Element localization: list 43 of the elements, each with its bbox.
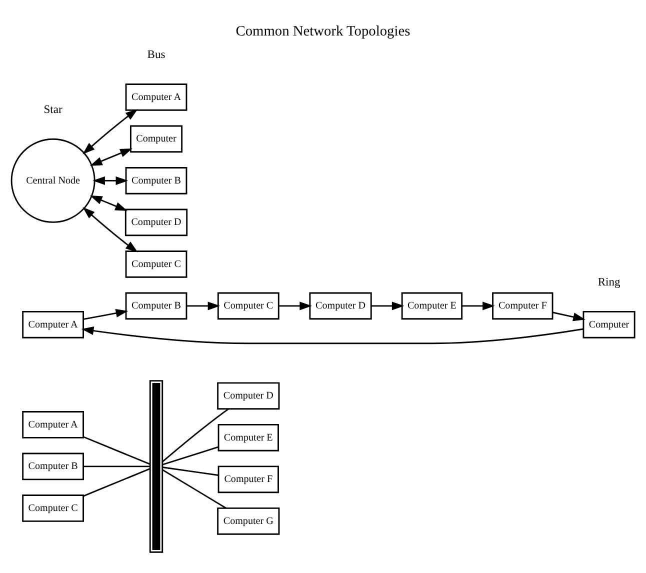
arrow bbox=[82, 109, 138, 154]
node-box: Computer B bbox=[22, 452, 84, 480]
connector bbox=[162, 408, 229, 462]
arrow bbox=[462, 302, 495, 310]
connector bbox=[162, 466, 219, 476]
arrow bbox=[186, 302, 220, 310]
node-box: Computer A bbox=[22, 411, 84, 438]
node-box: Computer D bbox=[309, 292, 372, 320]
node-box: Computer C bbox=[125, 250, 188, 278]
node-box: Computer D bbox=[217, 382, 280, 410]
node-box: Computer A bbox=[125, 84, 188, 111]
node-box: Computer bbox=[582, 310, 636, 338]
connector bbox=[162, 446, 219, 466]
label: Star bbox=[44, 104, 62, 116]
node-box: Computer B bbox=[125, 167, 188, 194]
arrow bbox=[83, 308, 128, 320]
node-box: Computer F bbox=[218, 466, 279, 494]
node-box: Computer bbox=[130, 125, 183, 153]
arrow bbox=[81, 326, 584, 344]
arrow bbox=[90, 196, 128, 211]
connector bbox=[83, 466, 150, 468]
node-box: Computer G bbox=[217, 507, 280, 535]
node-box: Computer C bbox=[217, 292, 280, 320]
node-box: Computer E bbox=[218, 424, 279, 452]
arrow bbox=[278, 302, 312, 310]
arrow bbox=[552, 312, 586, 322]
node-box: Computer B bbox=[125, 292, 188, 320]
arrow bbox=[82, 207, 138, 252]
node-box: Computer E bbox=[401, 292, 463, 320]
arrow bbox=[90, 148, 132, 166]
arrow bbox=[371, 302, 404, 310]
node-bar bbox=[149, 380, 164, 553]
connector bbox=[83, 468, 150, 497]
connector bbox=[162, 469, 226, 509]
label: Ring bbox=[598, 276, 620, 289]
node-box: Computer C bbox=[22, 494, 84, 522]
node-box: Computer D bbox=[124, 208, 188, 236]
node-box: Computer A bbox=[22, 310, 84, 338]
node-box: Computer F bbox=[492, 292, 554, 320]
arrow bbox=[92, 176, 128, 185]
connector bbox=[83, 436, 150, 465]
diagram-title: Common Network Topologies bbox=[236, 23, 410, 40]
label: Bus bbox=[147, 49, 166, 62]
